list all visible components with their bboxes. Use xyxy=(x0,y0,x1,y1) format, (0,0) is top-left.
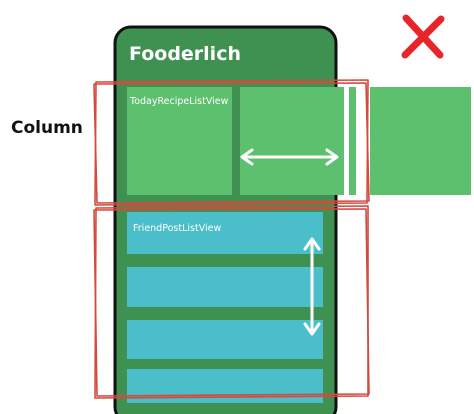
friend-post-list-label: FriendPostListView xyxy=(133,223,221,234)
horizontal-scroll-arrow-icon xyxy=(240,148,339,166)
today-recipe-list xyxy=(127,87,471,195)
post-card xyxy=(127,212,323,254)
post-card xyxy=(127,320,323,359)
recipe-card xyxy=(127,87,232,195)
x-mark-icon xyxy=(401,14,445,59)
column-child-outline-bottom xyxy=(93,205,370,399)
app-title: Fooderlich xyxy=(129,43,241,65)
column-child-outline-top xyxy=(93,79,370,206)
post-card xyxy=(127,267,323,307)
recipe-card xyxy=(240,87,344,195)
column-label: Column xyxy=(11,118,83,138)
friend-post-list xyxy=(127,212,323,403)
today-recipe-list-label: TodayRecipeListView xyxy=(129,96,229,107)
vertical-scroll-arrow-icon xyxy=(303,237,321,336)
recipe-card xyxy=(349,87,356,195)
recipe-card-offscreen xyxy=(370,87,471,195)
